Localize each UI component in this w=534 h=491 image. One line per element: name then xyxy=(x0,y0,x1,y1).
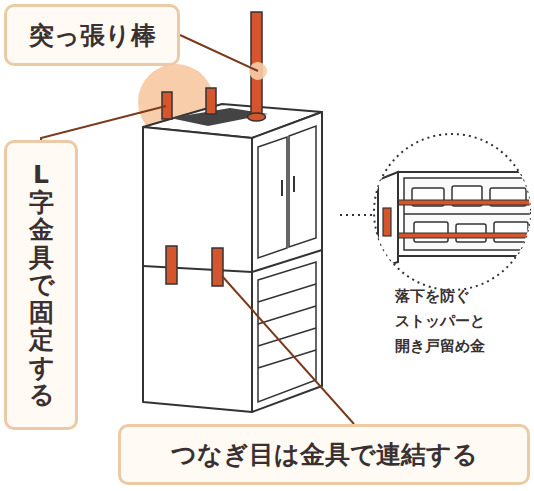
leader-line xyxy=(180,35,258,71)
door xyxy=(289,126,316,247)
door-handle xyxy=(293,176,295,192)
joint-line xyxy=(143,266,252,272)
callout-text: L字金具で固定する xyxy=(29,161,54,409)
callout-box: L字金具で固定する xyxy=(4,140,78,430)
callout-text: つなぎ目は金具で連結する xyxy=(171,438,478,471)
leader-line xyxy=(222,276,354,424)
door-handle xyxy=(281,180,283,196)
joint-bracket xyxy=(166,246,177,284)
inset-pointer xyxy=(340,214,372,216)
cabinet-side xyxy=(143,127,252,412)
cabinet-front xyxy=(252,112,322,412)
callout-box: つなぎ目は金具で連結する xyxy=(118,424,530,485)
callout-box: 突っ張り棒 xyxy=(4,4,180,66)
inset-cabinet xyxy=(378,172,534,268)
l-bracket xyxy=(206,88,216,114)
door xyxy=(258,137,287,258)
drawer-frame xyxy=(258,262,316,402)
l-bracket xyxy=(162,92,172,119)
leader-lines xyxy=(41,35,354,424)
leader-line xyxy=(41,106,166,140)
joint-line xyxy=(252,250,322,272)
pole-base xyxy=(248,113,266,121)
note-label: 落下を防ぐ ストッパーと 開き戸留め金 xyxy=(395,284,487,358)
joint-bracket xyxy=(212,248,223,286)
callout-text: 突っ張り棒 xyxy=(29,19,156,52)
